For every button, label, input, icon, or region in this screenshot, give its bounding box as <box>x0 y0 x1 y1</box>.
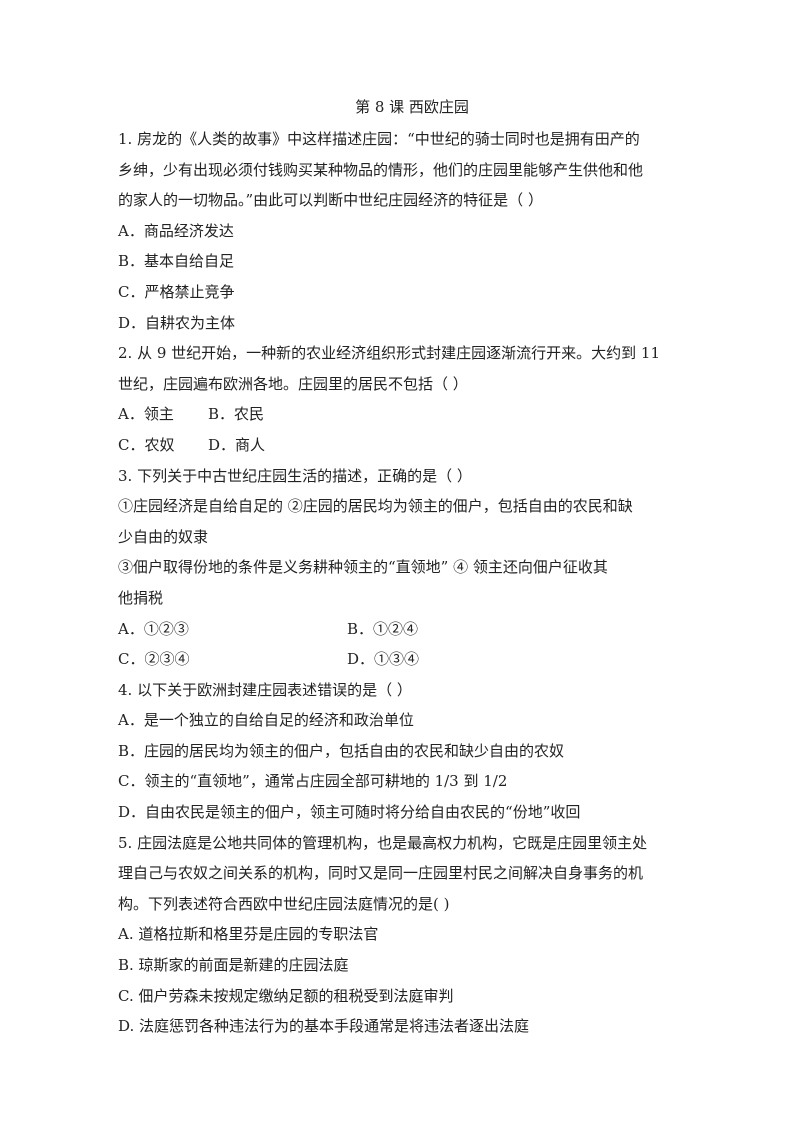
question-stem-line: 3. 下列关于中古世纪庄园生活的描述，正确的是（ ） <box>118 466 472 485</box>
option-b: B．农民 <box>208 405 265 424</box>
option-row: A．领主 B．农民 <box>118 399 692 430</box>
question-stem-line: 乡绅，少有出现必须付钱购买某种物品的情形，他们的庄园里能够产生供他和他 <box>118 160 644 179</box>
option-c: C．②③④ <box>118 650 190 669</box>
question-3: 3. 下列关于中古世纪庄园生活的描述，正确的是（ ） ①庄园经济是自给自足的 ②… <box>118 461 692 675</box>
question-stem-line: 他捐税 <box>118 588 164 607</box>
question-stem-line: 5. 庄园法庭是公地共同体的管理机构，也是最高权力机构，它既是庄园里领主处 <box>118 833 648 852</box>
option-c: C．严格禁止竞争 <box>118 282 235 301</box>
question-stem-line: 少自由的奴隶 <box>118 527 209 546</box>
option-b: B．庄园的居民均为领主的佃户，包括自由的农民和缺少自由的农奴 <box>118 741 565 760</box>
option-a: A. 道格拉斯和格里芬是庄园的专职法官 <box>118 925 379 944</box>
question-2: 2. 从 9 世纪开始，一种新的农业经济组织形式封建庄园逐渐流行开来。大约到 1… <box>118 338 692 460</box>
question-stem-line: 2. 从 9 世纪开始，一种新的农业经济组织形式封建庄园逐渐流行开来。大约到 1… <box>118 344 661 363</box>
option-b: B．基本自给自足 <box>118 252 235 271</box>
option-row: C．②③④ D．①③④ <box>118 644 692 675</box>
option-a: A．①②③ <box>118 619 189 638</box>
question-stem-line: 世纪，庄园遍布欧洲各地。庄园里的居民不包括（ ） <box>118 374 468 393</box>
document-page: 第 8 课 西欧庄园 1. 房龙的《人类的故事》中这样描述庄园：“中世纪的骑士同… <box>118 96 692 1042</box>
option-c: C．农奴 <box>118 435 175 454</box>
option-b: B. 琼斯家的前面是新建的庄园法庭 <box>118 956 349 975</box>
question-stem-line: 4. 以下关于欧洲封建庄园表述错误的是（ ） <box>118 680 412 699</box>
option-b: B．①②④ <box>347 619 419 638</box>
option-c: C．领主的“直领地”，通常占庄园全部可耕地的 1/3 到 1/2 <box>118 772 508 791</box>
question-stem-line: 理自己与农奴之间关系的机构，同时又是同一庄园里村民之间解决自身事务的机 <box>118 864 644 883</box>
question-stem-line: 构。下列表述符合西欧中世纪庄园法庭情况的是( ) <box>118 894 450 913</box>
option-row: A．①②③ B．①②④ <box>118 614 692 645</box>
option-d: D．自由农民是领主的佃户，领主可随时将分给自由农民的“份地”收回 <box>118 803 581 822</box>
option-a: A．商品经济发达 <box>118 221 234 240</box>
option-d: D. 法庭惩罚各种违法行为的基本手段通常是将违法者逐出法庭 <box>118 1017 530 1036</box>
question-stem-line: ①庄园经济是自给自足的 ②庄园的居民均为领主的佃户，包括自由的农民和缺 <box>118 497 633 516</box>
option-d: D．商人 <box>208 435 266 454</box>
lesson-title: 第 8 课 西欧庄园 <box>355 98 469 116</box>
question-stem-line: 的家人的一切物品。”由此可以判断中世纪庄园经济的特征是（ ） <box>118 191 543 210</box>
option-a: A．是一个独立的自给自足的经济和政治单位 <box>118 711 414 730</box>
option-a: A．领主 <box>118 405 174 424</box>
option-d: D．①③④ <box>347 650 420 669</box>
question-stem-line: 1. 房龙的《人类的故事》中这样描述庄园：“中世纪的骑士同时也是拥有田产的 <box>118 130 640 148</box>
question-4: 4. 以下关于欧洲封建庄园表述错误的是（ ） A．是一个独立的自给自足的经济和政… <box>118 675 692 828</box>
option-d: D．自耕农为主体 <box>118 313 236 332</box>
option-c: C. 佃户劳森未按规定缴纳足额的租税受到法庭审判 <box>118 986 454 1005</box>
option-row: C．农奴 D．商人 <box>118 430 692 461</box>
question-stem-line: ③佃户取得份地的条件是义务耕种领主的“直领地” ④ 领主还向佃户征收其 <box>118 558 608 577</box>
question-5: 5. 庄园法庭是公地共同体的管理机构，也是最高权力机构，它既是庄园里领主处 理自… <box>118 828 692 1042</box>
question-1: 1. 房龙的《人类的故事》中这样描述庄园：“中世纪的骑士同时也是拥有田产的 乡绅… <box>118 124 692 338</box>
